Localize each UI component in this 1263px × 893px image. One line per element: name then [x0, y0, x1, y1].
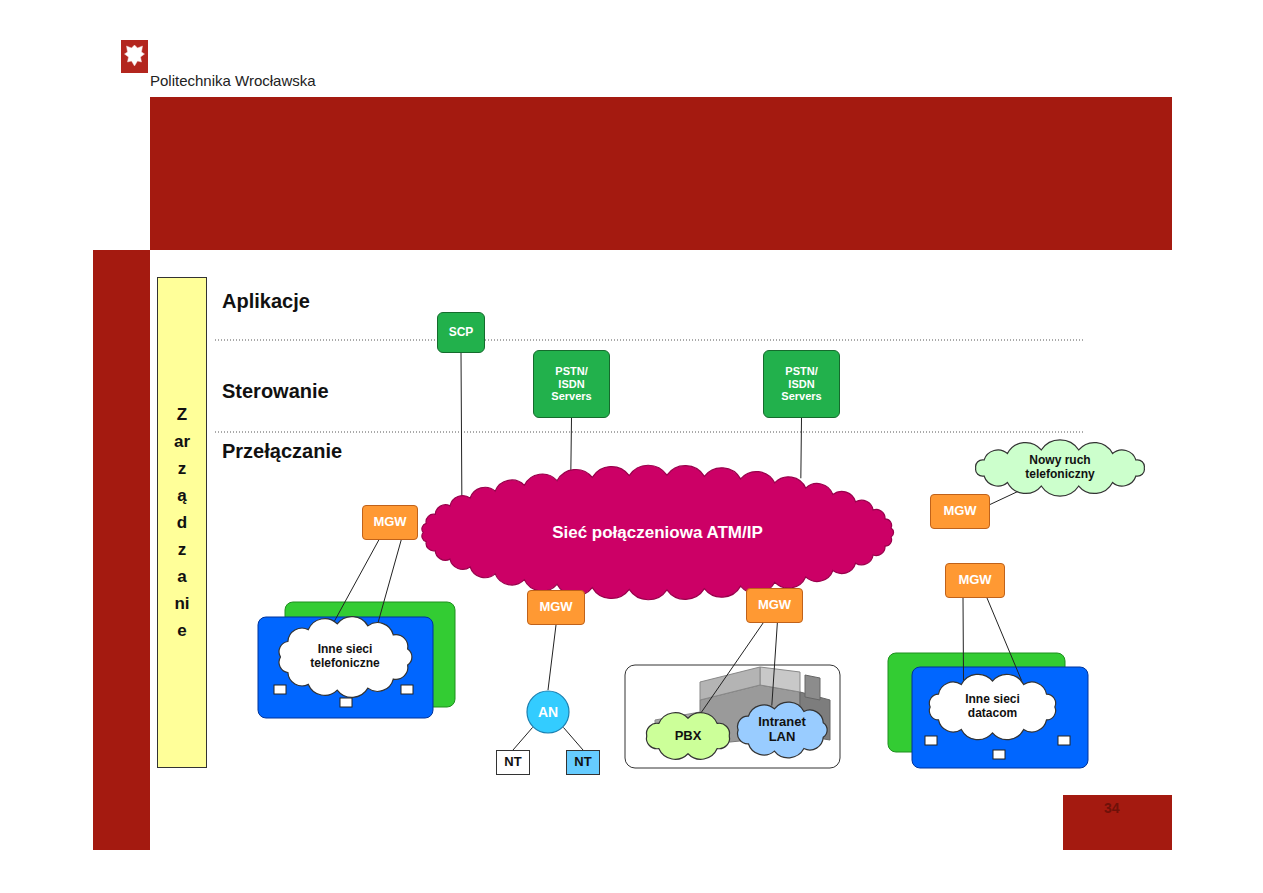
node-text: SCP — [449, 326, 474, 340]
layer-divider — [215, 432, 1085, 433]
connector-line — [987, 598, 1022, 680]
enterprise-building — [625, 665, 840, 768]
network-cloud: Inne sieci datacom — [920, 672, 1065, 742]
layer-divider — [215, 340, 1085, 341]
network-stack-left — [258, 602, 455, 718]
connector-line — [772, 623, 778, 706]
terminal-box: NT — [496, 750, 530, 775]
connector-line — [335, 540, 379, 621]
node-text: MGW — [943, 504, 976, 519]
cloud-outline — [738, 702, 828, 758]
media-gateway-box: MGW — [746, 588, 803, 623]
connector-line — [800, 418, 802, 478]
cloud-outline — [422, 465, 894, 599]
media-gateway-box: MGW — [527, 590, 585, 625]
header-band — [150, 97, 1172, 250]
node-text: AN — [538, 704, 558, 720]
pbx-cloud: PBX — [640, 712, 736, 760]
cloud-outline — [279, 617, 412, 698]
connector-line — [378, 540, 401, 623]
node-text: MGW — [758, 598, 791, 613]
cloud-outline — [646, 713, 729, 760]
node-text: Zarządzanie — [174, 401, 191, 644]
management-bar: Zarządzanie — [157, 277, 207, 768]
connector-line — [963, 598, 965, 680]
circle-outline — [527, 691, 569, 733]
network-cloud: Inne sieci telefoniczne — [270, 612, 420, 702]
node-text: MGW — [958, 573, 991, 588]
node-text: PBX — [675, 729, 702, 744]
node-text: PSTN/ ISDN Servers — [543, 365, 601, 403]
connector-line — [570, 418, 572, 471]
node-text: NT — [574, 755, 591, 770]
connector-line — [698, 623, 764, 718]
traffic-cloud: Nowy ruch telefoniczny — [962, 443, 1158, 493]
lan-cloud: Intranet LAN — [731, 701, 833, 759]
node-text: MGW — [373, 515, 406, 530]
node-text: Inne sieci datacom — [962, 693, 1024, 721]
node-text: MGW — [539, 600, 572, 615]
connector-line — [563, 727, 583, 750]
terminal-box: NT — [566, 750, 600, 775]
connector-line — [513, 727, 533, 750]
core-network-cloud: Sieć połączeniowa ATM/IP — [385, 455, 930, 610]
cloud-outline — [976, 440, 1145, 496]
connector-line — [548, 625, 556, 690]
institution-name: Politechnika Wrocławska — [150, 72, 316, 89]
node-text: Inne sieci telefoniczne — [303, 643, 387, 671]
page-number-box — [1063, 795, 1172, 850]
connector-line — [461, 353, 463, 497]
media-gateway-box: MGW — [930, 494, 990, 529]
control-point-box: SCP — [437, 312, 485, 353]
media-gateway-box: MGW — [945, 563, 1005, 598]
media-gateway-box: MGW — [362, 505, 418, 540]
server-box: PSTN/ ISDN Servers — [533, 350, 610, 418]
layer-label: Aplikacje — [222, 290, 310, 313]
access-node-circle: AN — [526, 690, 570, 734]
node-text: Intranet LAN — [751, 715, 813, 745]
node-text: Sieć połączeniowa ATM/IP — [552, 523, 763, 543]
cloud-outline — [929, 674, 1055, 739]
layer-label: Przełączanie — [222, 440, 342, 463]
node-text: NT — [504, 755, 521, 770]
server-box: PSTN/ ISDN Servers — [763, 350, 840, 418]
network-stack-right — [888, 653, 1088, 768]
node-text: Nowy ruch telefoniczny — [998, 454, 1123, 482]
page-number: 34 — [1104, 800, 1120, 816]
layer-label: Sterowanie — [222, 380, 329, 403]
node-text: PSTN/ ISDN Servers — [773, 365, 831, 403]
side-bar — [93, 250, 150, 850]
university-logo — [121, 40, 148, 73]
